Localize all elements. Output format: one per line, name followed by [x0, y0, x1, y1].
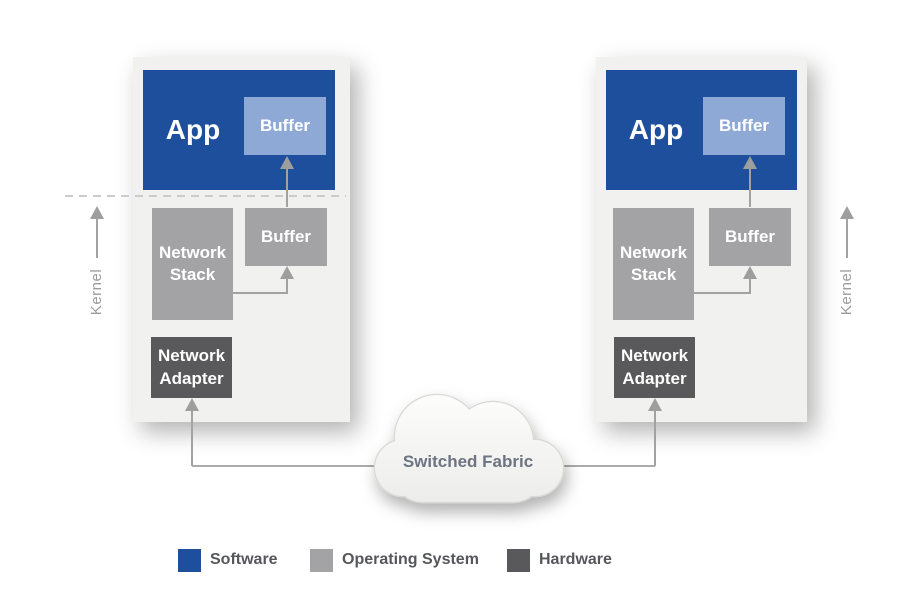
legend-label-software: Software — [210, 551, 278, 568]
switched-fabric-cloud-icon — [373, 393, 565, 504]
network-stack-block-right: Network Stack — [613, 208, 694, 320]
app-label-left: App — [165, 113, 221, 145]
arrowhead-icon — [840, 206, 854, 219]
legend-item-software: Software — [178, 548, 278, 572]
legend-label-operating-system: Operating System — [342, 551, 479, 568]
kernel-label-right: Kernel — [838, 268, 855, 316]
kernel-buffer-left: Buffer — [245, 208, 327, 266]
legend-item-operating-system: Operating System — [310, 548, 479, 572]
app-buffer-left: Buffer — [244, 97, 326, 155]
network-stack-block-left: Network Stack — [152, 208, 233, 320]
network-adapter-block-left: Network Adapter — [151, 337, 232, 398]
app-label-right: App — [628, 113, 684, 145]
kernel-buffer-right: Buffer — [709, 208, 791, 266]
switched-fabric-label: Switched Fabric — [402, 452, 534, 471]
legend-swatch-operating-system — [310, 548, 333, 572]
kernel-label-left: Kernel — [88, 268, 105, 316]
app-buffer-right: Buffer — [703, 97, 785, 155]
legend-label-hardware: Hardware — [539, 551, 612, 568]
legend-swatch-hardware — [507, 548, 530, 572]
legend-item-hardware: Hardware — [507, 548, 612, 572]
network-adapter-block-right: Network Adapter — [614, 337, 695, 398]
legend-swatch-software — [178, 548, 201, 572]
arrowhead-icon — [90, 206, 104, 219]
